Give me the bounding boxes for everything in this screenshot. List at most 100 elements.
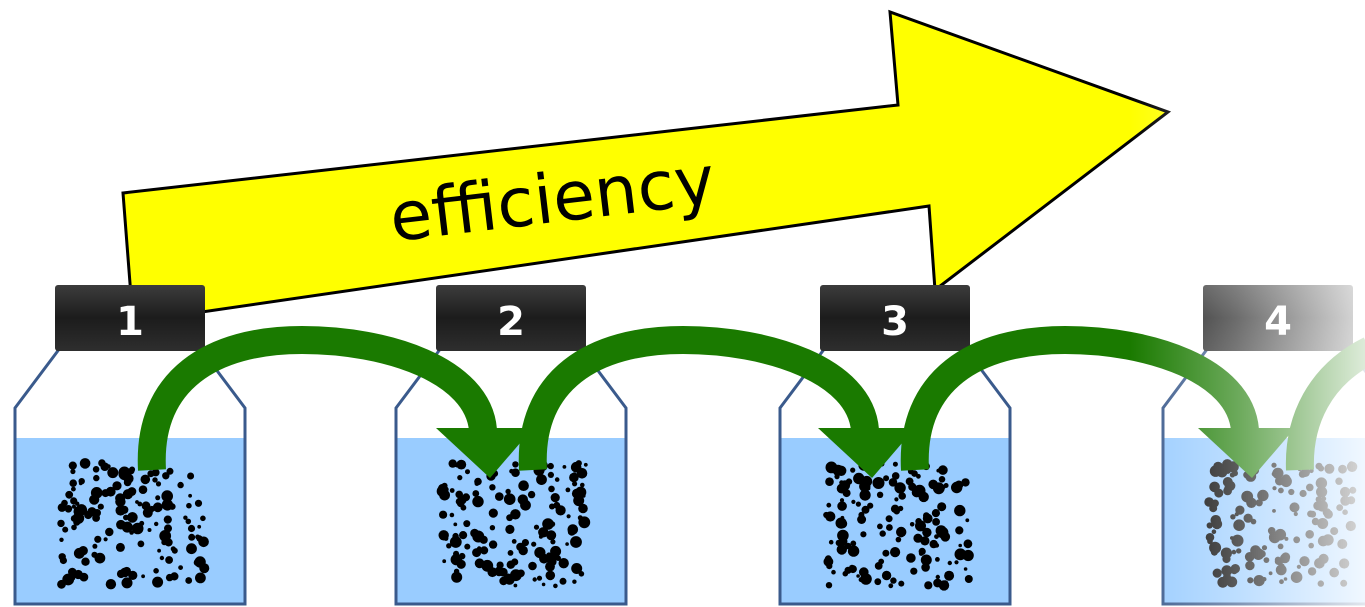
particle [1322,508,1332,517]
particle [1233,519,1245,531]
particle [103,537,108,542]
particle [1272,486,1277,491]
particle [910,567,918,575]
particle [823,511,830,519]
particle [105,579,117,590]
bottle-number-label: 2 [497,299,525,345]
particle [934,534,939,539]
particle [1311,517,1320,526]
particle [162,472,170,480]
particle [195,572,206,584]
particle [463,520,471,528]
particle [135,500,139,504]
particle [155,481,162,487]
particle [536,575,543,581]
particle [1263,557,1270,563]
particle [1277,543,1284,550]
particle [489,484,496,491]
particle [534,547,546,559]
particle [506,560,515,569]
particle [78,478,85,485]
particle [62,526,69,533]
particle [197,524,202,529]
particle [935,574,940,580]
particle [838,519,848,529]
transfer-arrow-body [518,325,879,471]
particle [947,560,952,566]
particle [840,515,845,520]
particle [1339,558,1350,569]
particle [932,518,940,526]
particle [511,539,517,544]
particle [458,552,466,560]
particle [964,575,973,583]
particle [828,539,834,545]
particle [138,485,148,495]
particle [487,567,498,578]
particle [1255,499,1263,507]
particle [188,533,196,541]
particle [859,489,871,501]
particle [1306,483,1314,492]
particle [503,493,516,506]
particle [456,459,467,470]
particle [571,488,582,499]
particle [874,578,882,586]
particle [1290,571,1303,583]
particle [128,513,137,523]
particle [147,470,155,478]
particle [161,490,173,502]
particle [459,531,468,540]
particle [1283,577,1288,581]
particle [965,518,970,523]
particle [832,464,844,476]
particle [457,495,467,505]
particle [918,547,926,556]
particle-cluster [436,459,591,589]
particle [510,509,521,520]
particle [1329,567,1339,578]
particle [64,505,73,513]
particle [128,570,138,581]
particle [155,495,161,501]
particle [858,511,865,518]
particle [1313,501,1323,511]
particle [79,458,91,469]
particle [1212,568,1222,578]
particle [882,549,890,557]
particle [1274,556,1282,563]
particle [464,543,471,550]
particle [510,495,515,500]
particle [825,582,833,589]
bottle-cap-1: 1 [55,285,205,351]
particle [1340,486,1351,498]
particle [1250,545,1261,556]
particle [75,501,80,506]
particle [442,559,447,564]
particle [91,509,95,514]
particle [107,467,119,479]
particle [923,512,930,519]
particle [90,497,98,504]
particle [578,503,588,514]
particle [915,518,922,525]
particle [890,577,897,584]
particle [850,540,857,547]
particle [166,467,174,475]
particle [147,528,152,532]
particle [116,569,126,579]
particle [449,512,455,518]
particle [163,500,168,505]
particle [1280,553,1290,564]
particle [1272,509,1276,513]
particle [1318,553,1329,564]
particle [1275,564,1287,576]
particle [57,503,67,512]
particle [472,490,480,497]
particle [881,570,892,581]
particle [938,465,948,475]
particle [454,462,460,468]
particle [446,543,452,549]
particle [451,571,463,583]
